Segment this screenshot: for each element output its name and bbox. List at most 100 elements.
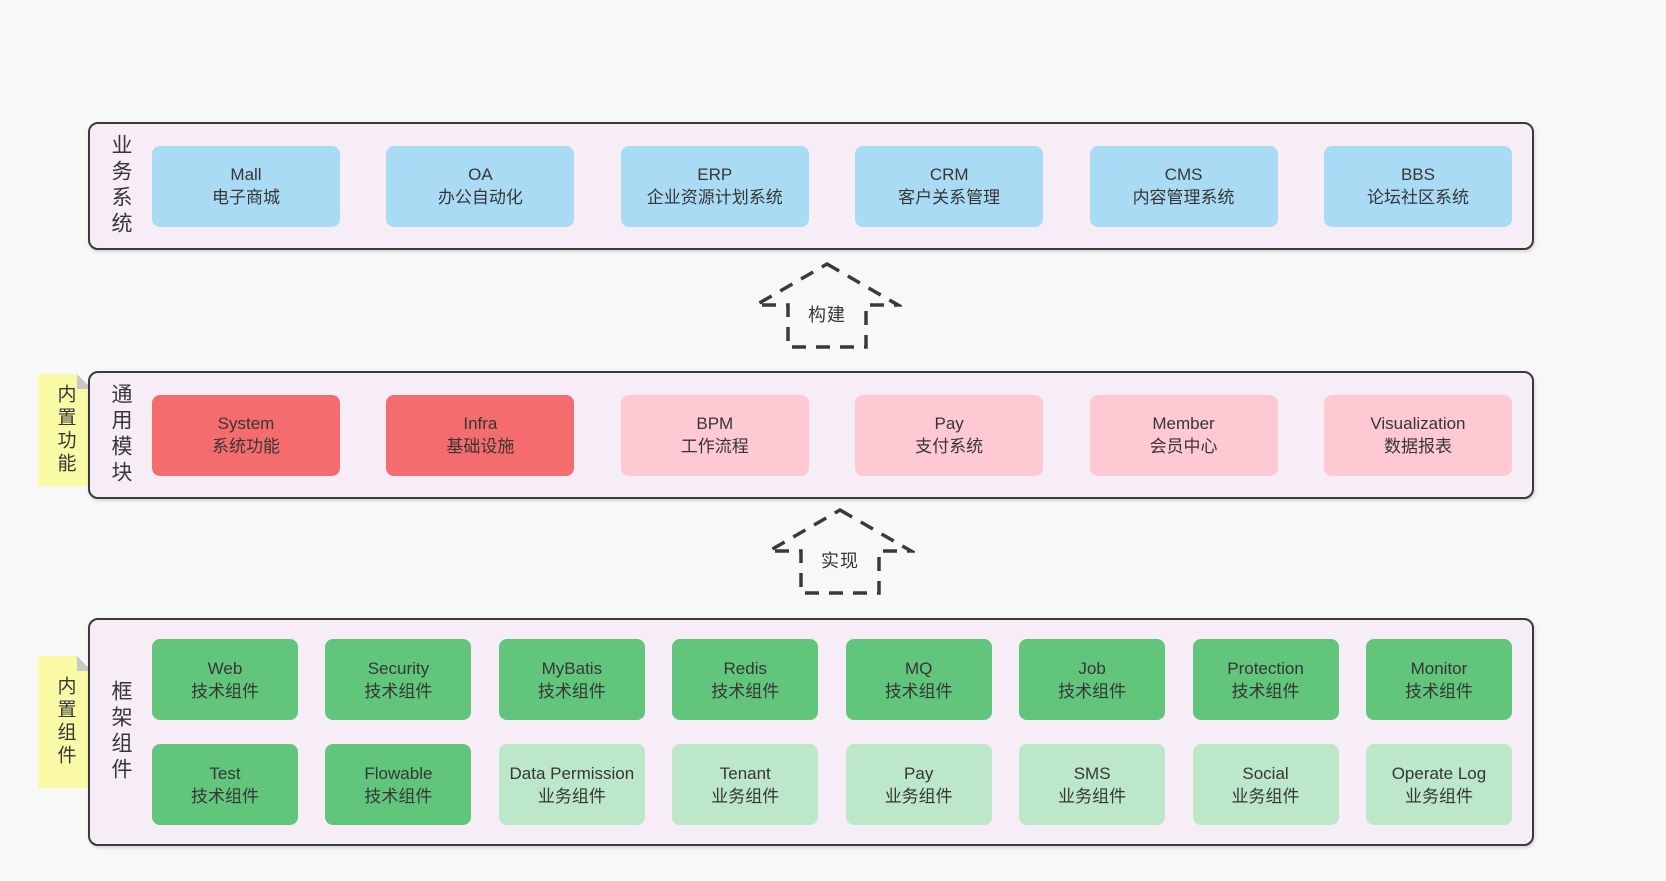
band-framework-components: 框架组件 Web 技术组件 Security 技术组件 MyBatis 技术组件… [88,618,1534,846]
box-crm: CRM 客户关系管理 [855,145,1044,227]
box-bpm: BPM 工作流程 [620,394,809,476]
box-web: Web 技术组件 [152,639,298,720]
box-title: OA [468,165,493,184]
box-subtitle: 支付系统 [915,437,984,456]
box-protection: Protection 技术组件 [1192,639,1339,720]
box-subtitle: 技术组件 [537,681,606,701]
box-data-permission: Data Permission 业务组件 [498,744,645,825]
box-title: Protection [1227,658,1304,678]
box-mybatis: MyBatis 技术组件 [498,639,645,720]
box-title: Tenant [719,763,771,783]
box-subtitle: 技术组件 [191,786,259,806]
box-subtitle: 论坛社区系统 [1366,188,1469,207]
box-cms: CMS 内容管理系统 [1089,145,1278,227]
box-title: Member [1152,414,1215,433]
framework-row-1: Web 技术组件 Security 技术组件 MyBatis 技术组件 Redi… [152,639,1512,720]
box-subtitle: 技术组件 [364,681,433,701]
box-title: BPM [696,414,734,433]
box-erp: ERP 企业资源计划系统 [620,145,809,227]
box-title: Redis [723,658,767,678]
box-pay: Pay 支付系统 [855,394,1044,476]
framework-row-2: Test 技术组件 Flowable 技术组件 Data Permission … [152,744,1512,825]
box-oa: OA 办公自动化 [386,145,575,227]
box-title: Job [1078,658,1106,678]
box-subtitle: 办公自动化 [437,188,523,207]
build-arrow-icon: 构建 [752,260,902,350]
sticky-label: 内置组件 [54,676,76,768]
box-title: ERP [697,165,733,184]
box-monitor: Monitor 技术组件 [1365,639,1512,720]
sticky-note-built-in-components: 内置组件 [38,656,92,788]
box-subtitle: 技术组件 [191,681,259,701]
box-title: Visualization [1370,414,1466,433]
box-subtitle: 系统功能 [212,437,280,456]
box-subtitle: 业务组件 [711,786,780,806]
box-job: Job 技术组件 [1019,639,1166,720]
box-title: Infra [463,414,498,433]
build-arrow-label: 构建 [803,300,851,328]
band-framework-content: Web 技术组件 Security 技术组件 MyBatis 技术组件 Redi… [152,620,1512,844]
box-subtitle: 业务组件 [1231,786,1300,806]
box-pay-component: Pay 业务组件 [845,744,992,825]
band-business-content: Mall 电子商城 OA 办公自动化 ERP 企业资源计划系统 CRM 客户关系… [152,124,1512,248]
box-subtitle: 技术组件 [711,681,780,701]
box-title: MyBatis [541,658,603,678]
box-subtitle: 业务组件 [884,786,953,806]
band-label-common-modules: 通用模块 [109,383,132,487]
box-title: Operate Log [1391,763,1487,783]
box-subtitle: 会员中心 [1149,437,1218,456]
box-title: CRM [929,165,969,184]
box-subtitle: 技术组件 [1231,681,1300,701]
box-operate-log: Operate Log 业务组件 [1365,744,1512,825]
box-member: Member 会员中心 [1089,394,1278,476]
box-subtitle: 业务组件 [1404,786,1473,806]
band-label-framework-components: 框架组件 [109,680,132,784]
sticky-note-built-in-functions: 内置功能 [38,374,92,486]
box-redis: Redis 技术组件 [672,639,819,720]
box-infra: Infra 基础设施 [386,394,575,476]
box-subtitle: 技术组件 [1058,681,1127,701]
box-sms: SMS 业务组件 [1019,744,1166,825]
box-subtitle: 业务组件 [1058,786,1127,806]
box-title: Monitor [1410,658,1468,678]
box-subtitle: 企业资源计划系统 [646,188,783,207]
box-test: Test 技术组件 [152,744,298,825]
box-title: Security [367,658,430,678]
box-title: Web [207,658,243,678]
box-mq: MQ 技术组件 [845,639,992,720]
box-tenant: Tenant 业务组件 [672,744,819,825]
band-label-business-systems: 业务系统 [109,134,132,238]
box-subtitle: 技术组件 [1404,681,1473,701]
box-title: Mall [230,165,262,184]
box-bbs: BBS 论坛社区系统 [1323,145,1512,227]
box-title: Social [1242,763,1289,783]
box-title: Pay [934,414,964,433]
box-mall: Mall 电子商城 [152,145,340,227]
box-subtitle: 内容管理系统 [1132,188,1235,207]
box-social: Social 业务组件 [1192,744,1339,825]
box-subtitle: 工作流程 [680,437,749,456]
box-security: Security 技术组件 [325,639,472,720]
box-subtitle: 电子商城 [212,188,280,207]
box-subtitle: 技术组件 [364,786,433,806]
box-flowable: Flowable 技术组件 [325,744,472,825]
box-subtitle: 数据报表 [1383,437,1452,456]
box-subtitle: 客户关系管理 [898,188,1001,207]
box-title: BBS [1400,165,1435,184]
band-business-systems: 业务系统 Mall 电子商城 OA 办公自动化 ERP 企业资源计划系统 CRM… [88,122,1534,250]
box-subtitle: 技术组件 [884,681,953,701]
implement-arrow-label: 实现 [816,546,864,574]
box-visualization: Visualization 数据报表 [1323,394,1512,476]
box-title: SMS [1073,763,1111,783]
band-common-modules: 通用模块 System 系统功能 Infra 基础设施 BPM 工作流程 Pay… [88,371,1534,499]
box-title: Flowable [364,763,433,783]
box-title: Data Permission [509,763,635,783]
sticky-label: 内置功能 [54,384,76,476]
box-title: System [217,414,275,433]
box-title: Test [209,763,241,783]
box-title: CMS [1164,165,1203,184]
box-subtitle: 基础设施 [446,437,515,456]
box-system: System 系统功能 [152,394,340,476]
box-title: MQ [904,658,933,678]
